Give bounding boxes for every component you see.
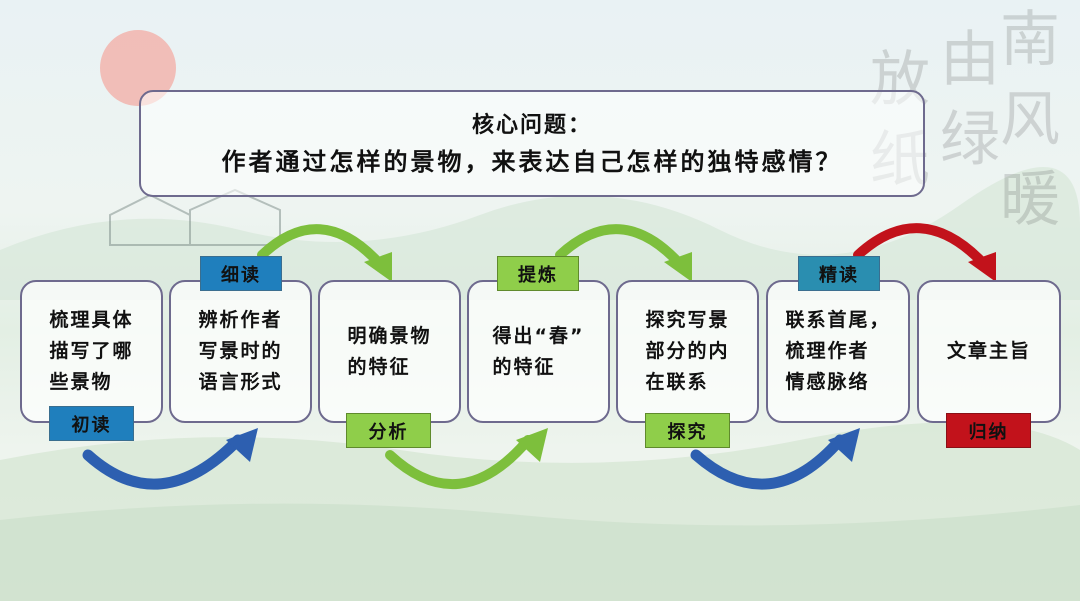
- step-5-text: 探究写景 部分的内 在联系: [645, 309, 730, 393]
- step-box-3: 明确景物 的特征: [318, 280, 461, 423]
- tag-xidu: 细读: [200, 256, 282, 291]
- tag-tilian: 提炼: [497, 256, 579, 291]
- step-box-7: 文章主旨: [917, 280, 1061, 423]
- svg-text:暖: 暖: [1000, 165, 1060, 235]
- svg-text:由: 由: [940, 25, 1000, 95]
- step-1-text: 梳理具体 描写了哪 些景物: [49, 309, 134, 393]
- step-2-text: 辨析作者 写景时的 语言形式: [198, 309, 283, 393]
- step-box-6: 联系首尾， 梳理作者 情感脉络: [766, 280, 910, 423]
- svg-text:绿: 绿: [940, 105, 1000, 175]
- step-box-5: 探究写景 部分的内 在联系: [616, 280, 759, 423]
- step-box-4: 得出“春” 的特征: [467, 280, 610, 423]
- svg-text:南: 南: [1000, 5, 1060, 75]
- tag-jingdu: 精读: [798, 256, 880, 291]
- tag-tanjiu: 探究: [645, 413, 730, 448]
- tag-fenxi: 分析: [346, 413, 431, 448]
- red-sun: [100, 30, 176, 106]
- svg-text:风: 风: [1000, 85, 1060, 155]
- core-question-title: 核心问题：: [471, 113, 592, 138]
- step-7-text: 文章主旨: [946, 340, 1031, 362]
- step-box-2: 辨析作者 写景时的 语言形式: [169, 280, 312, 423]
- tag-chudu: 初读: [49, 406, 134, 441]
- step-3-text: 明确景物 的特征: [347, 324, 432, 378]
- tag-guina: 归纳: [946, 413, 1031, 448]
- core-question-text: 作者通过怎样的景物，来表达自己怎样的独特感情？: [221, 148, 843, 176]
- step-box-1: 梳理具体 描写了哪 些景物: [20, 280, 163, 423]
- foreground-hills: [0, 503, 1080, 601]
- step-6-text: 联系首尾， 梳理作者 情感脉络: [785, 309, 891, 393]
- core-question-box: 核心问题： 作者通过怎样的景物，来表达自己怎样的独特感情？: [139, 90, 925, 197]
- step-4-text: 得出“春” 的特征: [492, 324, 585, 378]
